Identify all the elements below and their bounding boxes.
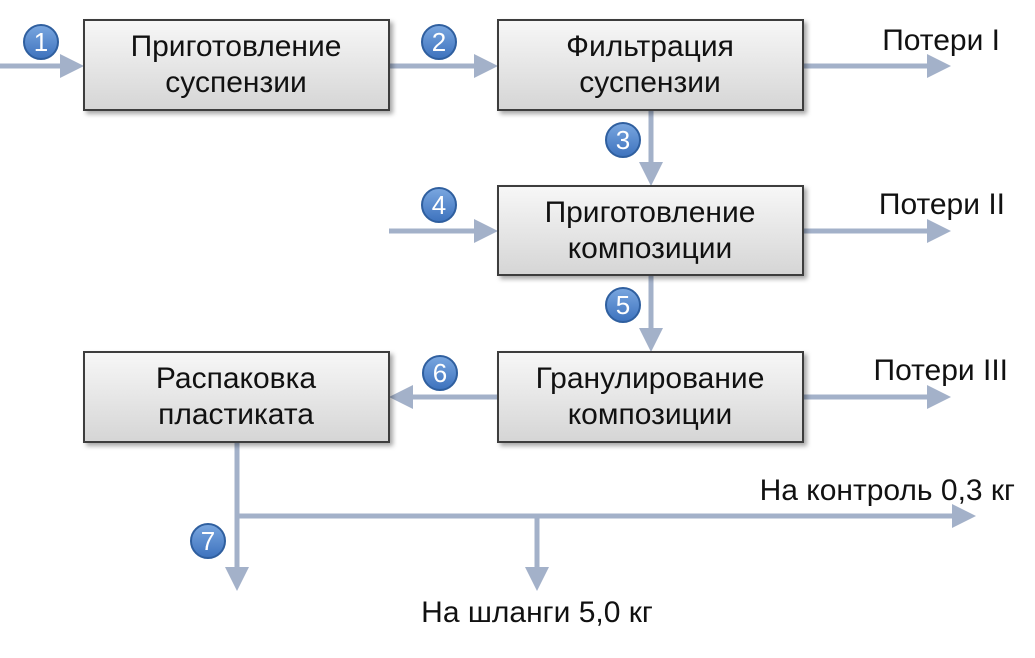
arrow-input-1 xyxy=(0,54,84,78)
stream-number-2: 2 xyxy=(432,27,446,57)
stream-number-7: 7 xyxy=(201,526,215,556)
stream-badge-7: 7 xyxy=(190,523,226,559)
arrow-losses-2 xyxy=(803,219,951,243)
process-box-suspension-filtration xyxy=(497,19,804,111)
process-step-1-line1: Приготовление xyxy=(131,30,342,63)
arrow-stream-7 xyxy=(225,441,249,591)
arrow-stream-5 xyxy=(639,275,663,352)
process-step-5-line2: пластиката xyxy=(158,398,314,431)
process-step-3-line1: Приготовление xyxy=(545,196,756,229)
arrow-losses-1 xyxy=(803,54,951,78)
losses-1-label: Потери I xyxy=(882,24,1000,57)
process-step-1-line2: суспензии xyxy=(165,66,306,99)
process-step-2-line1: Фильтрация xyxy=(566,30,734,63)
process-box-composition-granulation xyxy=(497,351,804,443)
stream-number-6: 6 xyxy=(433,358,447,388)
output-control-label: На контроль 0,3 кг xyxy=(760,474,1015,507)
flow-arrows xyxy=(0,54,976,591)
arrow-stream-3 xyxy=(639,110,663,186)
stream-number-3: 3 xyxy=(616,125,630,155)
stream-number-5: 5 xyxy=(616,290,630,320)
arrow-stream-6 xyxy=(389,385,498,409)
stream-badge-5: 5 xyxy=(605,287,641,323)
stream-number-4: 4 xyxy=(432,190,446,220)
stream-badge-4: 4 xyxy=(421,187,457,223)
process-step-3-line2: композиции xyxy=(568,232,733,265)
arrow-stream-2 xyxy=(389,54,498,78)
arrow-to-hoses xyxy=(525,516,549,591)
output-hoses-label: На шланги 5,0 кг xyxy=(421,596,653,629)
losses-3-label: Потери III xyxy=(874,354,1008,387)
arrow-stream-4 xyxy=(389,219,498,243)
process-step-5-line1: Распаковка xyxy=(156,362,316,395)
process-step-2-line2: суспензии xyxy=(579,66,720,99)
process-box-suspension-prep xyxy=(83,19,390,111)
stream-badge-2: 2 xyxy=(421,24,457,60)
process-step-4-line2: композиции xyxy=(568,398,733,431)
stream-number-1: 1 xyxy=(34,27,48,57)
process-box-composition-prep xyxy=(497,185,804,276)
losses-2-label: Потери II xyxy=(879,188,1005,221)
process-box-plastic-unpacking xyxy=(83,351,390,443)
stream-badge-6: 6 xyxy=(422,355,458,391)
process-step-4-line1: Гранулирование xyxy=(536,362,765,395)
stream-badge-1: 1 xyxy=(23,24,59,60)
arrow-losses-3 xyxy=(803,385,951,409)
stream-badge-3: 3 xyxy=(605,122,641,158)
arrow-to-control xyxy=(237,504,976,528)
